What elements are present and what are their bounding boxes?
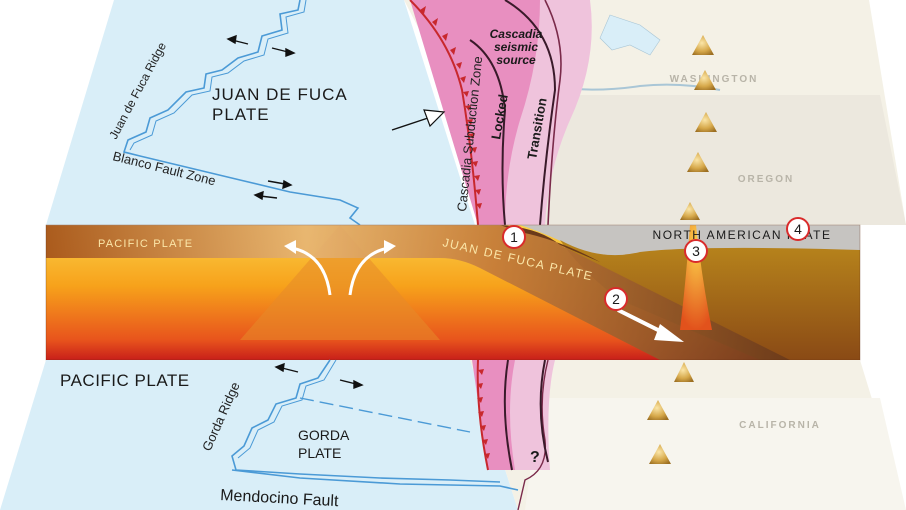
- spreading-arrows-jdf: [226, 34, 296, 58]
- transition-boundary: [504, 0, 557, 226]
- pacific-plate-map-label: PACIFIC PLATE: [60, 371, 190, 390]
- volcano-icon: [680, 202, 700, 220]
- marker-1: 1: [502, 225, 526, 249]
- locked-zone: [410, 0, 540, 225]
- volcano-icon: [649, 444, 671, 464]
- cross-section: PACIFIC PLATE JUAN DE FUCA PLATE NORTH A…: [45, 224, 861, 361]
- oregon-label: OREGON: [738, 174, 794, 185]
- ocean-bottom: [0, 360, 518, 510]
- locked-boundary-bottom: [503, 359, 513, 471]
- volcano-icons-top: [680, 35, 717, 220]
- trench-line: [409, 0, 479, 226]
- subduction-pointer: [391, 109, 446, 131]
- juan-de-fuca-ridge: [122, 0, 361, 226]
- juan-de-fuca-plate-label-1: JUAN DE FUCA: [212, 85, 348, 104]
- california-label: CALIFORNIA: [739, 420, 821, 431]
- gorda-plate-label-1: GORDA: [298, 427, 350, 443]
- california-land: [525, 398, 906, 510]
- marker-2-label: 2: [612, 291, 620, 307]
- volcano-icon: [674, 362, 694, 382]
- numbered-markers: 1 2 3 4: [502, 217, 810, 311]
- coastline-bottom: [517, 359, 549, 510]
- gorda-dashed-boundary: [299, 397, 471, 433]
- volcano-icon: [694, 70, 716, 90]
- pacific-plate-section-label: PACIFIC PLATE: [98, 238, 193, 250]
- oregon-land: [530, 95, 906, 225]
- marker-2: 2: [604, 287, 628, 311]
- convection-arrowhead-left: [284, 240, 296, 254]
- north-american-plate-label: NORTH AMERICAN PLATE: [653, 228, 832, 242]
- gorda-arrows: [274, 362, 364, 390]
- marker-4-label: 4: [794, 221, 802, 237]
- locked-boundary: [469, 39, 507, 226]
- volcano-icon: [687, 152, 709, 172]
- ocean-top: [46, 0, 475, 225]
- washington-label: WASHINGTON: [670, 74, 759, 85]
- subduction-arrowhead: [654, 324, 684, 342]
- marker-3-label: 3: [692, 243, 700, 259]
- transition-boundary-bottom: [539, 359, 549, 463]
- puget-sound: [599, 14, 661, 56]
- gorda-plate-label-2: PLATE: [298, 445, 341, 461]
- trench-teeth-bottom: [477, 369, 490, 459]
- marker-4: 4: [786, 217, 810, 241]
- coastline: [544, 0, 562, 226]
- marker-3: 3: [684, 239, 708, 263]
- continental-lithosphere: [560, 240, 860, 360]
- volcano-icon: [695, 112, 717, 132]
- seismic-source-label-2: seismic: [494, 40, 538, 54]
- map-bottom: PACIFIC PLATE Gorda Ridge GORDA PLATE Me…: [0, 359, 906, 510]
- mendocino-fault-label: Mendocino Fault: [220, 487, 340, 510]
- volcano-icon: [647, 400, 669, 420]
- oceanic-slab: [46, 225, 790, 360]
- gorda-ridge-inner: [237, 359, 337, 459]
- mendocino-fault-line: [231, 469, 519, 491]
- volcano-icon: [692, 35, 714, 55]
- juan-de-fuca-ridge-inner: [129, 0, 307, 151]
- seismic-source-label-1: Cascadia: [490, 27, 543, 41]
- ridge-cone: [240, 225, 440, 340]
- juan-de-fuca-plate-label-2: PLATE: [212, 105, 270, 124]
- gorda-ridge: [231, 359, 501, 483]
- marker-1-label: 1: [510, 229, 518, 245]
- blanco-arrows: [253, 179, 293, 201]
- convection-arrows: [291, 246, 389, 296]
- question-mark-label: ?: [530, 449, 540, 466]
- map-top: Juan de Fuca Ridge JUAN DE FUCA PLATE Bl…: [46, 0, 906, 226]
- seismic-source-label-3: source: [496, 53, 536, 67]
- trench-teeth: [420, 6, 482, 209]
- volcano-icons-bottom: [647, 362, 694, 464]
- convection-arrowhead-right: [384, 240, 396, 254]
